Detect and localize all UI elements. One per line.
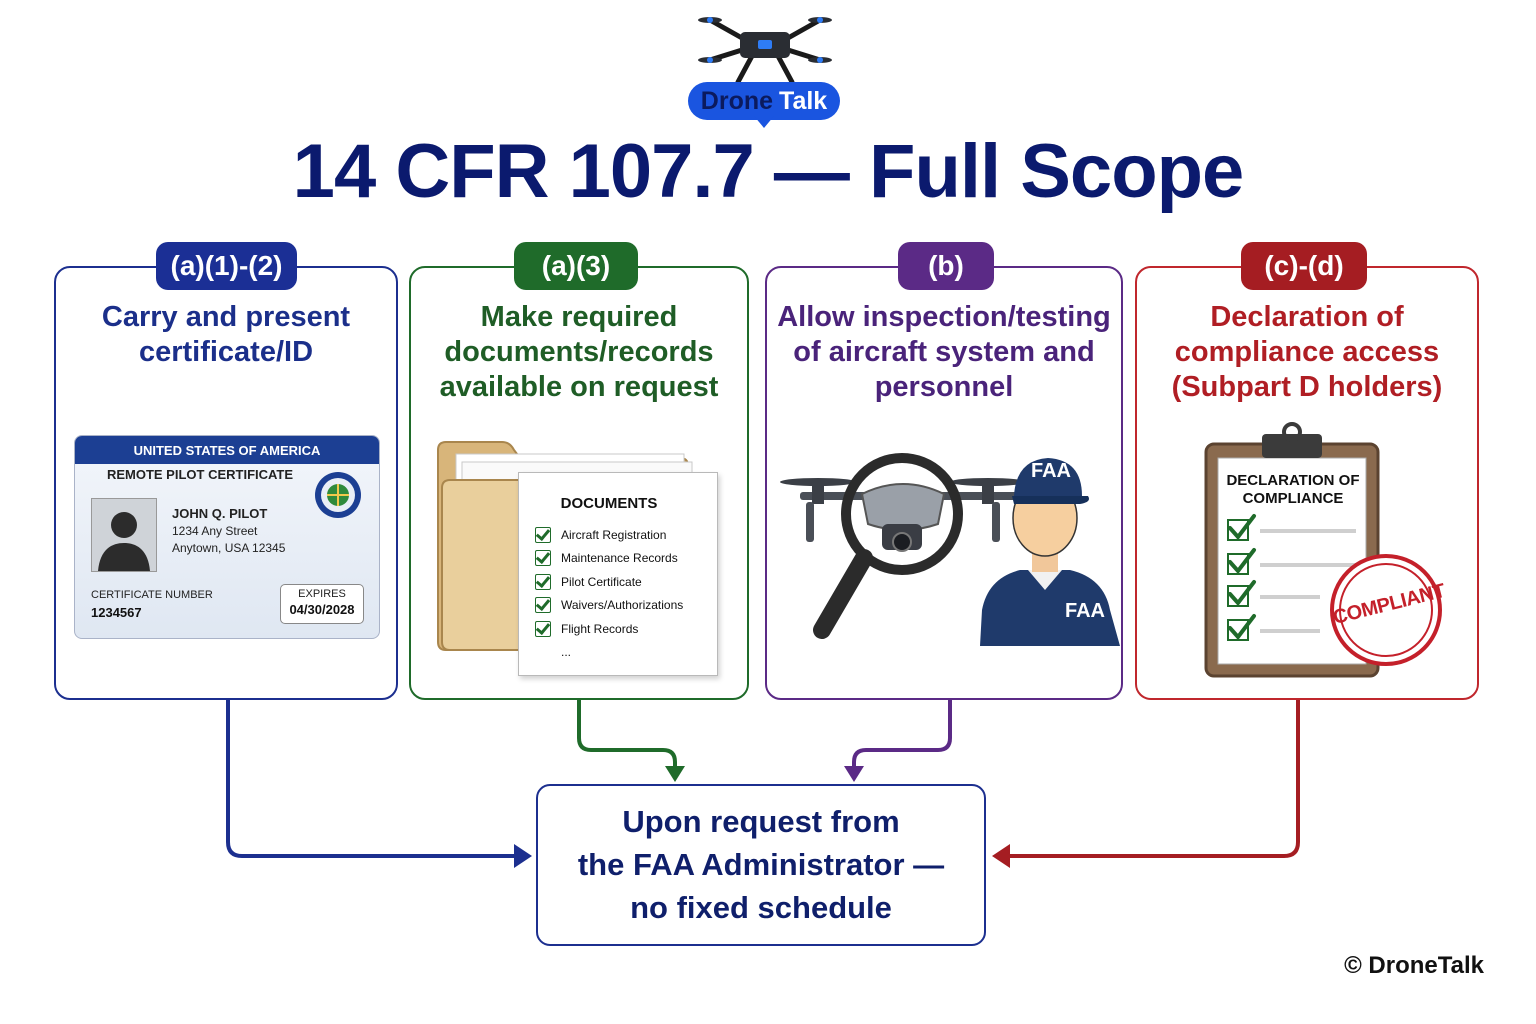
panel-title-line: personnel	[874, 371, 1014, 403]
documents-checklist-sheet: DOCUMENTS Aircraft Registration Maintena…	[518, 472, 718, 676]
checkbox-checked-icon	[535, 597, 551, 614]
logo-word-drone: Drone	[700, 86, 774, 115]
faa-inspector-icon	[980, 458, 1120, 646]
dronetalk-logo: Drone Talk	[680, 8, 850, 128]
id-expires-label: EXPIRES	[298, 588, 346, 600]
clipboard-declaration-icon	[1204, 422, 1442, 678]
list-item: Maintenance Records	[535, 547, 683, 571]
center-line-2: the FAA Administrator —	[577, 847, 945, 882]
id-address-line1: 1234 Any Street	[172, 524, 258, 538]
document-item-label: Waivers/Authorizations	[561, 598, 684, 613]
panel-title-declaration: Declaration of compliance access (Subpar…	[1135, 300, 1479, 405]
panel-title-line: Allow inspection/testing	[777, 301, 1111, 333]
badge-c-d: (c)-(d)	[1241, 242, 1367, 290]
badge-b: (b)	[898, 242, 994, 290]
list-item: Flight Records	[535, 617, 683, 641]
document-item-label: Maintenance Records	[561, 551, 678, 566]
badge-a3: (a)(3)	[514, 242, 638, 290]
list-item: Aircraft Registration	[535, 523, 683, 547]
badge-a1-2: (a)(1)-(2)	[156, 242, 297, 290]
drone-logo-icon	[698, 17, 832, 85]
faa-request-box	[536, 784, 986, 946]
panel-title-line: documents/records	[444, 336, 714, 368]
logo-wordmark: Drone Talk	[688, 82, 840, 120]
documents-list: Aircraft Registration Maintenance Record…	[535, 523, 683, 641]
logo-speech-tail	[754, 116, 774, 128]
drone-icon	[780, 478, 1030, 552]
id-photo-avatar	[91, 498, 157, 572]
center-line-3: no fixed schedule	[630, 890, 892, 925]
checkbox-checked-icon	[535, 526, 551, 543]
logo-word-talk: Talk	[779, 86, 828, 115]
id-cert-number-label: CERTIFICATE NUMBER	[91, 589, 213, 601]
page-title: 14 CFR 107.7 — Full Scope	[292, 129, 1245, 214]
panel-title-line: (Subpart D holders)	[1171, 371, 1443, 403]
id-expiry-box: EXPIRES 04/30/2028	[280, 584, 364, 624]
checkbox-checked-icon	[535, 550, 551, 567]
list-item: Waivers/Authorizations	[535, 594, 683, 618]
drone-inspection-illustration	[780, 453, 1120, 646]
declaration-title: DECLARATION OF COMPLIANCE	[1218, 472, 1368, 508]
declaration-title-line1: DECLARATION OF	[1226, 472, 1360, 489]
document-item-label: Aircraft Registration	[561, 527, 667, 542]
remote-pilot-certificate-card: UNITED STATES OF AMERICA REMOTE PILOT CE…	[74, 435, 380, 639]
checkbox-checked-icon	[535, 573, 551, 590]
person-silhouette-icon	[98, 512, 150, 571]
checkbox-checked-icon	[535, 620, 551, 637]
panel-title-line: certificate/ID	[138, 336, 314, 368]
panel-title-line: available on request	[439, 371, 719, 403]
center-line-1: Upon request from	[622, 804, 900, 839]
id-card-header: UNITED STATES OF AMERICA	[75, 436, 379, 464]
document-item-label: Pilot Certificate	[561, 574, 642, 589]
documents-more-ellipsis: ...	[561, 645, 572, 659]
id-card-subtitle: REMOTE PILOT CERTIFICATE	[106, 467, 294, 482]
id-expires-date: 04/30/2028	[289, 602, 355, 617]
faa-shirt-text: FAA	[1065, 600, 1105, 622]
copyright-notice: © DroneTalk	[1344, 952, 1484, 979]
id-holder-name: JOHN Q. PILOT	[172, 506, 268, 521]
magnifying-glass-icon	[813, 453, 963, 639]
panel-title-documents: Make required documents/records availabl…	[409, 300, 749, 405]
panel-title-line: compliance access	[1174, 336, 1440, 368]
document-item-label: Flight Records	[561, 621, 639, 636]
panel-title-line: Declaration of	[1210, 301, 1404, 333]
id-cert-number: 1234567	[91, 605, 142, 620]
panel-title-line: Carry and present	[101, 301, 351, 333]
panel-title-inspection: Allow inspection/testing of aircraft sys…	[765, 300, 1123, 405]
panel-title-line: of aircraft system and	[793, 336, 1095, 368]
declaration-title-line2: COMPLIANCE	[1242, 490, 1344, 507]
id-address-line2: Anytown, USA 12345	[172, 541, 286, 555]
panel-title-certificate: Carry and present certificate/ID	[54, 300, 398, 370]
faa-seal-icon	[315, 472, 361, 518]
list-item: Pilot Certificate	[535, 570, 683, 594]
panel-title-line: Make required	[480, 301, 678, 333]
faa-cap-text: FAA	[1031, 460, 1071, 482]
documents-title: DOCUMENTS	[560, 495, 658, 512]
